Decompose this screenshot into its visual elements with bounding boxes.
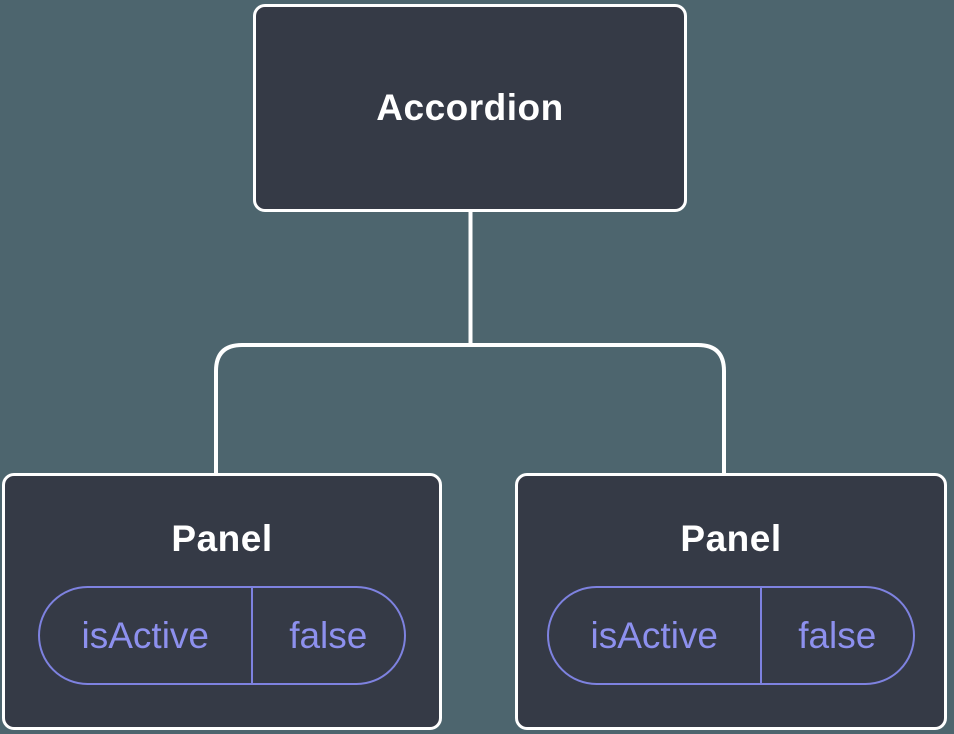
node-panel-1-label: Panel: [171, 518, 273, 559]
state-key: isActive: [549, 588, 762, 683]
node-accordion-label: Accordion: [376, 87, 564, 128]
connector-bracket: [214, 343, 726, 474]
node-panel-2-label: Panel: [680, 518, 782, 559]
node-accordion: Accordion: [253, 4, 687, 212]
state-value: false: [289, 614, 368, 656]
node-panel-2: Panel isActive false: [515, 473, 947, 730]
state-value: false: [798, 614, 877, 656]
state-key: isActive: [40, 588, 253, 683]
state-pill: isActive false: [38, 586, 406, 685]
state-pill: isActive false: [547, 586, 915, 685]
node-panel-1: Panel isActive false: [2, 473, 442, 730]
